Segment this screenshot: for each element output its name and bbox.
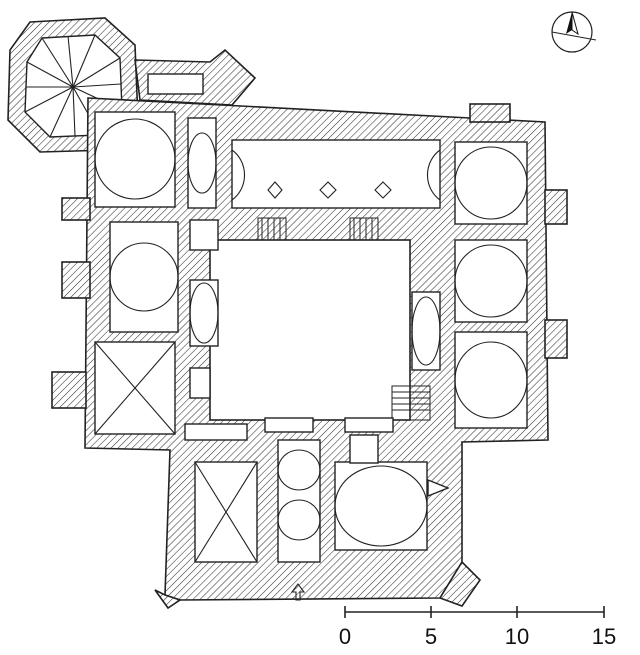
passage-w1 (189, 219, 219, 251)
hall-north (231, 139, 441, 209)
scale-tick-15: 15 (592, 624, 616, 649)
north-arrow-icon (551, 11, 597, 53)
niche-se (349, 434, 379, 464)
central-courtyard (209, 239, 411, 421)
passage-s3 (344, 417, 394, 433)
north-range (94, 111, 528, 225)
scale-tick-10: 10 (505, 624, 529, 649)
scale-tick-0: 0 (339, 624, 351, 649)
room-nw (94, 111, 176, 208)
scale-tick-5: 5 (425, 624, 437, 649)
window-se (427, 478, 450, 498)
west-range (94, 219, 219, 435)
room-w1 (109, 221, 179, 333)
passage-w3 (189, 367, 211, 399)
entrance-arrow-icon (290, 583, 306, 601)
passage-s1 (184, 423, 248, 441)
room-ne (454, 141, 528, 225)
hall-piers (267, 181, 392, 199)
passage-w2 (189, 279, 219, 347)
stair-north-1 (257, 217, 287, 241)
tower-connector (134, 48, 257, 106)
stair-north-2 (349, 217, 379, 241)
east-range (411, 239, 528, 429)
room-se (334, 461, 428, 551)
stair-east (391, 385, 431, 421)
passage-e (411, 291, 441, 371)
south-range (184, 417, 450, 563)
entrance-passage (277, 439, 321, 563)
room-e2 (454, 331, 528, 429)
room-e1 (454, 239, 528, 323)
passage-s2 (264, 417, 314, 433)
scale-bar: 0 5 10 15 (339, 606, 616, 649)
corridor-n (187, 117, 217, 209)
